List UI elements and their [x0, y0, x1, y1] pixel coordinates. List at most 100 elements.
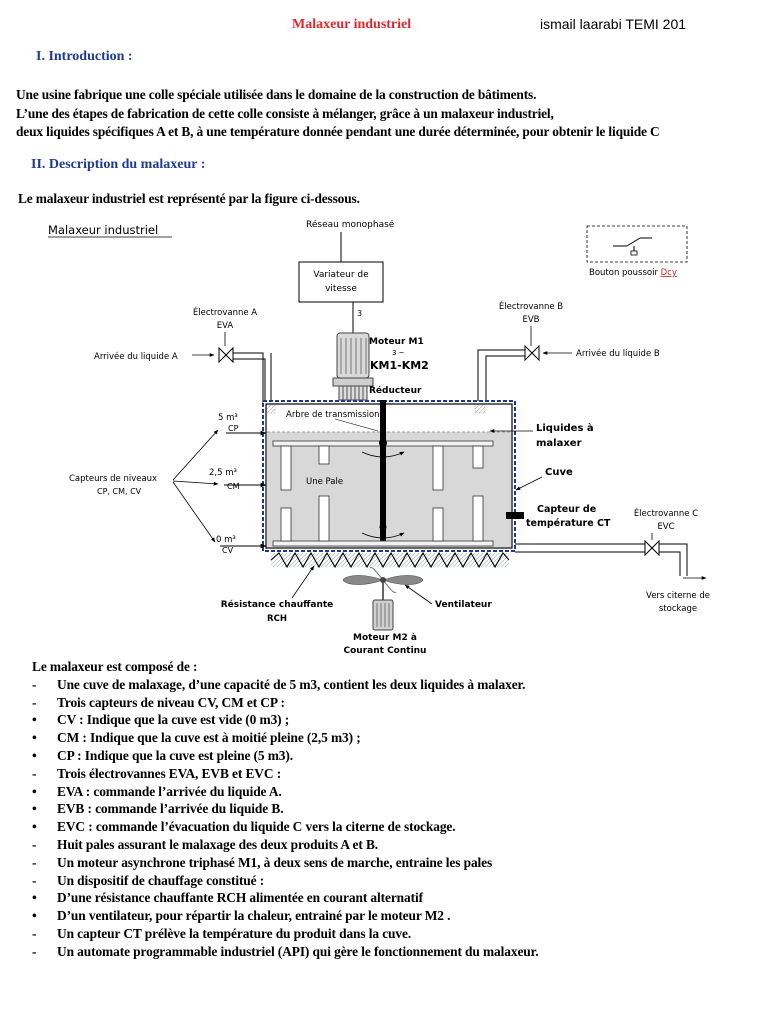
fan-icon: [342, 567, 424, 593]
list-marker: •: [32, 712, 37, 728]
valve-b-label: Électrovanne B: [499, 300, 563, 312]
arrival-b-label: Arrivée du liquide B: [576, 348, 660, 359]
list-marker: -: [32, 836, 37, 852]
intro-line-1: Une usine fabrique une colle spéciale ut…: [16, 87, 537, 102]
valve-c-label: Électrovanne C: [634, 507, 698, 519]
list-marker: -: [32, 854, 37, 870]
rotation-arrow-upper: [361, 451, 405, 458]
arrival-a-label: Arrivée du liquide A: [94, 351, 178, 362]
list-marker: •: [32, 783, 37, 799]
motor-m2-label-2: Courant Continu: [344, 646, 427, 656]
level-25-label: 2,5 m³: [209, 468, 237, 478]
list-item-text: Un dispositif de chauffage constitué :: [57, 872, 265, 888]
list-item-text: CP : Indique que la cuve est pleine (5 m…: [57, 747, 293, 763]
list-marker: •: [32, 819, 37, 835]
temp-sensor-label-2: température CT: [526, 518, 611, 529]
push-button-label: Bouton poussoir Dcy: [589, 268, 677, 278]
level-0-sensor: CV: [222, 546, 234, 555]
section-description-title: II. Description du malaxeur :: [31, 157, 206, 172]
tank-wall: [265, 403, 513, 549]
list-item-text: D’une résistance chauffante RCH alimenté…: [57, 890, 423, 906]
level-5-label: 5 m³: [218, 413, 238, 423]
list-item-text: EVB : commande l’arrivée du liquide B.: [57, 801, 284, 817]
list-item-text: CM : Indique que la cuve est à moitié pl…: [57, 730, 361, 746]
storage-label-2: stockage: [659, 604, 697, 614]
network-label: Réseau monophasé: [306, 219, 395, 230]
author-name: ismail laarabi TEMI 201: [540, 16, 687, 32]
cable-count: 3: [357, 309, 362, 318]
push-button-icon: [613, 237, 652, 256]
list-item-text: Trois électrovannes EVA, EVB et EVC :: [57, 765, 282, 781]
lower-blade-bar: [272, 540, 494, 547]
mixer-diagram: Malaxeur industriel Réseau monophasé Var…: [48, 219, 710, 656]
reducer-icon: [338, 385, 368, 401]
list-marker: -: [32, 925, 37, 941]
motor-m1-phase: 3 ~: [392, 349, 405, 357]
section-introduction-title: I. Introduction :: [36, 49, 133, 64]
reducer-label: Réducteur: [369, 385, 422, 396]
tank-label: Cuve: [545, 467, 573, 478]
list-marker: -: [32, 943, 37, 959]
figure-caption: Malaxeur industriel: [48, 223, 158, 237]
intro-line-3: deux liquides spécifiques A et B, à une …: [16, 124, 660, 139]
sensors-label-2: CP, CM, CV: [97, 487, 142, 496]
resistance-label-1: Résistance chauffante: [221, 599, 334, 610]
motor-m2-label-1: Moteur M2 à: [353, 633, 417, 643]
list-item-text: D’un ventilateur, pour répartir la chale…: [57, 908, 451, 924]
valve-a-label: Électrovanne A: [193, 306, 257, 318]
tank-liquid: [267, 432, 511, 547]
list-item-text: Un capteur CT prélève la température du …: [57, 925, 412, 941]
valve-b-icon: [524, 344, 540, 362]
storage-label-1: Vers citerne de: [646, 591, 710, 601]
list-marker: •: [32, 801, 37, 817]
level-25-sensor: CM: [227, 482, 240, 491]
rotation-arrow-lower: [361, 532, 405, 539]
heating-resistance: [270, 551, 510, 569]
list-item-text: Un automate programmable industriel (API…: [57, 943, 539, 959]
sensors-label-1: Capteurs de niveaux: [69, 474, 157, 484]
motor-m2-icon: [372, 599, 394, 631]
temp-sensor-label-1: Capteur de: [537, 504, 596, 515]
speed-drive-label-2: vitesse: [325, 284, 357, 294]
list-marker: •: [32, 890, 37, 906]
fan-label: Ventilateur: [435, 600, 492, 610]
list-item-text: EVA : commande l’arrivée du liquide A.: [57, 783, 282, 799]
contactor-label: KM1-KM2: [370, 359, 429, 372]
valve-a-icon: [218, 346, 234, 364]
list-item-text: CV : Indique que la cuve est vide (0 m3)…: [57, 712, 290, 728]
list-marker: -: [32, 676, 37, 692]
level-0-label: 0 m³: [216, 535, 236, 545]
list-item-text: Trois capteurs de niveau CV, CM et CP :: [57, 694, 285, 710]
resistance-label-2: RCH: [267, 614, 287, 624]
motor-m1-label: Moteur M1: [369, 337, 424, 347]
list-item-text: Une cuve de malaxage, d’une capacité de …: [57, 676, 526, 692]
transmission-shaft: [380, 400, 386, 544]
document-title: Malaxeur industriel: [292, 17, 412, 32]
liquids-label-1: Liquides à: [536, 422, 594, 434]
list-marker: •: [32, 747, 37, 763]
valve-c-code: EVC: [657, 522, 674, 532]
list-marker: •: [32, 908, 37, 924]
list-marker: -: [32, 872, 37, 888]
blades: [280, 445, 484, 542]
valve-a-code: EVA: [217, 321, 234, 331]
level-5-sensor: CP: [228, 424, 239, 433]
list-item-text: EVC : commande l’évacuation du liquide C…: [57, 819, 456, 835]
pipe-b: [477, 349, 525, 403]
liquids-label-2: malaxer: [536, 438, 582, 449]
list-marker: -: [32, 765, 37, 781]
blade-label: Une Pale: [306, 477, 343, 487]
speed-drive-label-1: Variateur de: [313, 270, 369, 280]
list-marker: •: [32, 730, 37, 746]
list-item-text: Un moteur asynchrone triphasé M1, à deux…: [57, 854, 493, 870]
intro-line-2: L’une des étapes de fabrication de cette…: [16, 105, 554, 121]
shaft-label: Arbre de transmission: [286, 410, 380, 420]
description-text: Le malaxeur industriel est représenté pa…: [18, 191, 360, 206]
valve-b-code: EVB: [522, 315, 539, 325]
valve-c-icon: [644, 539, 660, 557]
motor-m1-icon: [332, 332, 374, 387]
list-item-text: Huit pales assurant le malaxage des deux…: [57, 836, 379, 852]
speed-drive-box: [298, 261, 384, 303]
push-button-box: [586, 225, 688, 263]
list-marker: -: [32, 694, 37, 710]
